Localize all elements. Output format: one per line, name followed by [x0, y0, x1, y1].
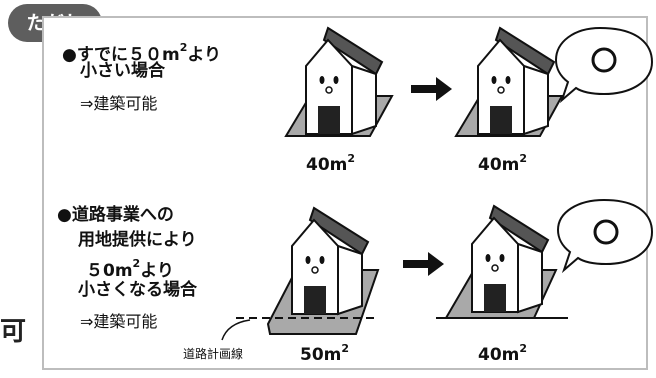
cropped-edge-character: 可 — [0, 317, 27, 347]
case2-heading-line1: ●道路事業への — [57, 205, 174, 225]
case1-result: ⇒建築可能 — [80, 94, 158, 113]
case2-approval-bubble — [556, 198, 654, 274]
case1-house-after — [477, 27, 555, 135]
case1-arrow — [411, 77, 452, 101]
road-label-leader — [221, 319, 251, 341]
case2-house-before — [291, 207, 369, 315]
case1-area-after: 40m2 — [478, 152, 528, 175]
case2-house-after — [471, 205, 549, 313]
case1-ok-mark — [591, 47, 617, 73]
case2-result: ⇒建築可能 — [80, 312, 158, 331]
case1-house-before — [305, 27, 383, 135]
case2-heading-line4: 小さくなる場合 — [78, 280, 197, 300]
road-plan-line-label: 道路計画線 — [183, 347, 244, 361]
case1-heading-line1: ●すでに５０m2より — [62, 41, 222, 65]
case2-arrow — [403, 252, 444, 276]
case2-ok-mark — [593, 219, 619, 245]
case2-area-before: 50m2 — [300, 342, 350, 365]
case1-area-before: 40m2 — [306, 152, 356, 175]
case2-area-after: 40m2 — [478, 342, 528, 365]
case2-heading-line3: ５0m2より — [86, 257, 174, 281]
case2-heading-line2: 用地提供により — [78, 230, 197, 250]
case1-heading-line2: 小さい場合 — [80, 61, 165, 81]
case1-approval-bubble — [554, 26, 654, 104]
